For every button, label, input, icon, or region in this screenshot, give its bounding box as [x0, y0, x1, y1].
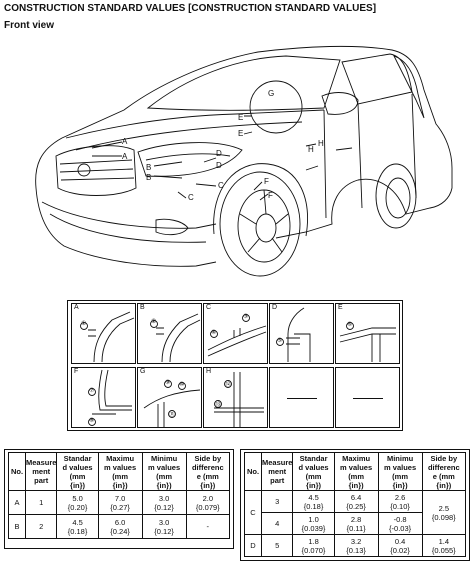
page-heading: CONSTRUCTION STANDARD VALUES [CONSTRUCTI…: [4, 3, 377, 14]
detail-g: G ⑨ ⑩ ⑪: [137, 367, 202, 428]
view-label: Front view: [4, 20, 55, 31]
detail-a-letter: A: [74, 304, 79, 311]
svg-text:H: H: [308, 145, 314, 154]
svg-text:B: B: [146, 173, 151, 182]
svg-text:F: F: [268, 191, 273, 200]
detail-b-letter: B: [140, 304, 145, 311]
svg-text:E: E: [238, 129, 243, 138]
detail-c-letter: C: [206, 304, 212, 311]
detail-d-letter: D: [272, 304, 278, 311]
detail-empty-2: [335, 367, 400, 428]
detail-f-letter: F: [74, 368, 79, 375]
svg-text:E: E: [238, 113, 243, 122]
mark-5: ⑤: [277, 338, 283, 344]
table-row: B 2 4.5{0.18} 6.0{0.24} 3.0{0.12} -: [8, 514, 231, 539]
detail-diagram-panel: A ① B ② C ③ ④ D ⑤ E: [67, 300, 403, 431]
mark-6: ⑥: [347, 322, 353, 328]
detail-f: F ⑦ ⑧: [71, 367, 136, 428]
detail-h: H ⑫ ⑬: [203, 367, 268, 428]
mark-7: ⑦: [89, 388, 95, 394]
detail-a: A ①: [71, 303, 136, 364]
svg-text:C: C: [218, 181, 224, 190]
table-row: A 1 5.0{0.20} 7.0{0.27} 3.0{0.12} 2.0{0.…: [8, 490, 231, 515]
mark-11: ⑪: [169, 412, 176, 418]
svg-text:B: B: [146, 163, 151, 172]
svg-text:H: H: [318, 139, 324, 148]
svg-text:D: D: [216, 161, 222, 170]
empty-dash: [353, 398, 383, 399]
empty-dash: [287, 398, 317, 399]
mark-2: ②: [151, 319, 157, 325]
table-row: 4 1.0{0.039} 2.8{0.11} -0.8{-0.03}: [245, 512, 466, 535]
svg-text:A: A: [122, 137, 128, 146]
svg-text:F: F: [264, 177, 269, 186]
col-no: No.: [8, 452, 26, 491]
mark-10: ⑩: [179, 382, 185, 388]
detail-c: C ③ ④: [203, 303, 268, 364]
table-row: D 5 1.8{0.070} 3.2{0.13} 0.4{0.02} 1.4{0…: [244, 534, 467, 557]
detail-h-letter: H: [206, 368, 212, 375]
mark-1: ①: [81, 321, 87, 327]
svg-text:G: G: [268, 89, 274, 98]
svg-text:A: A: [122, 152, 128, 161]
svg-text:C: C: [188, 193, 194, 202]
table-row: C 3 4.5{0.18} 6.4{0.25} 2.6{0.10} 2.5{0.…: [244, 490, 467, 535]
detail-d: D ⑤: [269, 303, 334, 364]
detail-empty-1: [269, 367, 334, 428]
mark-12: ⑫: [225, 382, 232, 388]
table-left-frame: [4, 449, 234, 549]
detail-b: B ②: [137, 303, 202, 364]
mark-13: ⑬: [215, 402, 222, 408]
mark-9: ⑨: [165, 380, 171, 386]
detail-e-letter: E: [338, 304, 343, 311]
detail-g-letter: G: [140, 368, 146, 375]
mark-8: ⑧: [89, 418, 95, 424]
svg-text:D: D: [216, 149, 222, 158]
mark-3: ③: [243, 314, 249, 320]
mark-4: ④: [211, 330, 217, 336]
detail-e: E ⑥: [335, 303, 400, 364]
car-front-view-illustration: AA BB C C DD EE FF G HH: [35, 45, 453, 277]
